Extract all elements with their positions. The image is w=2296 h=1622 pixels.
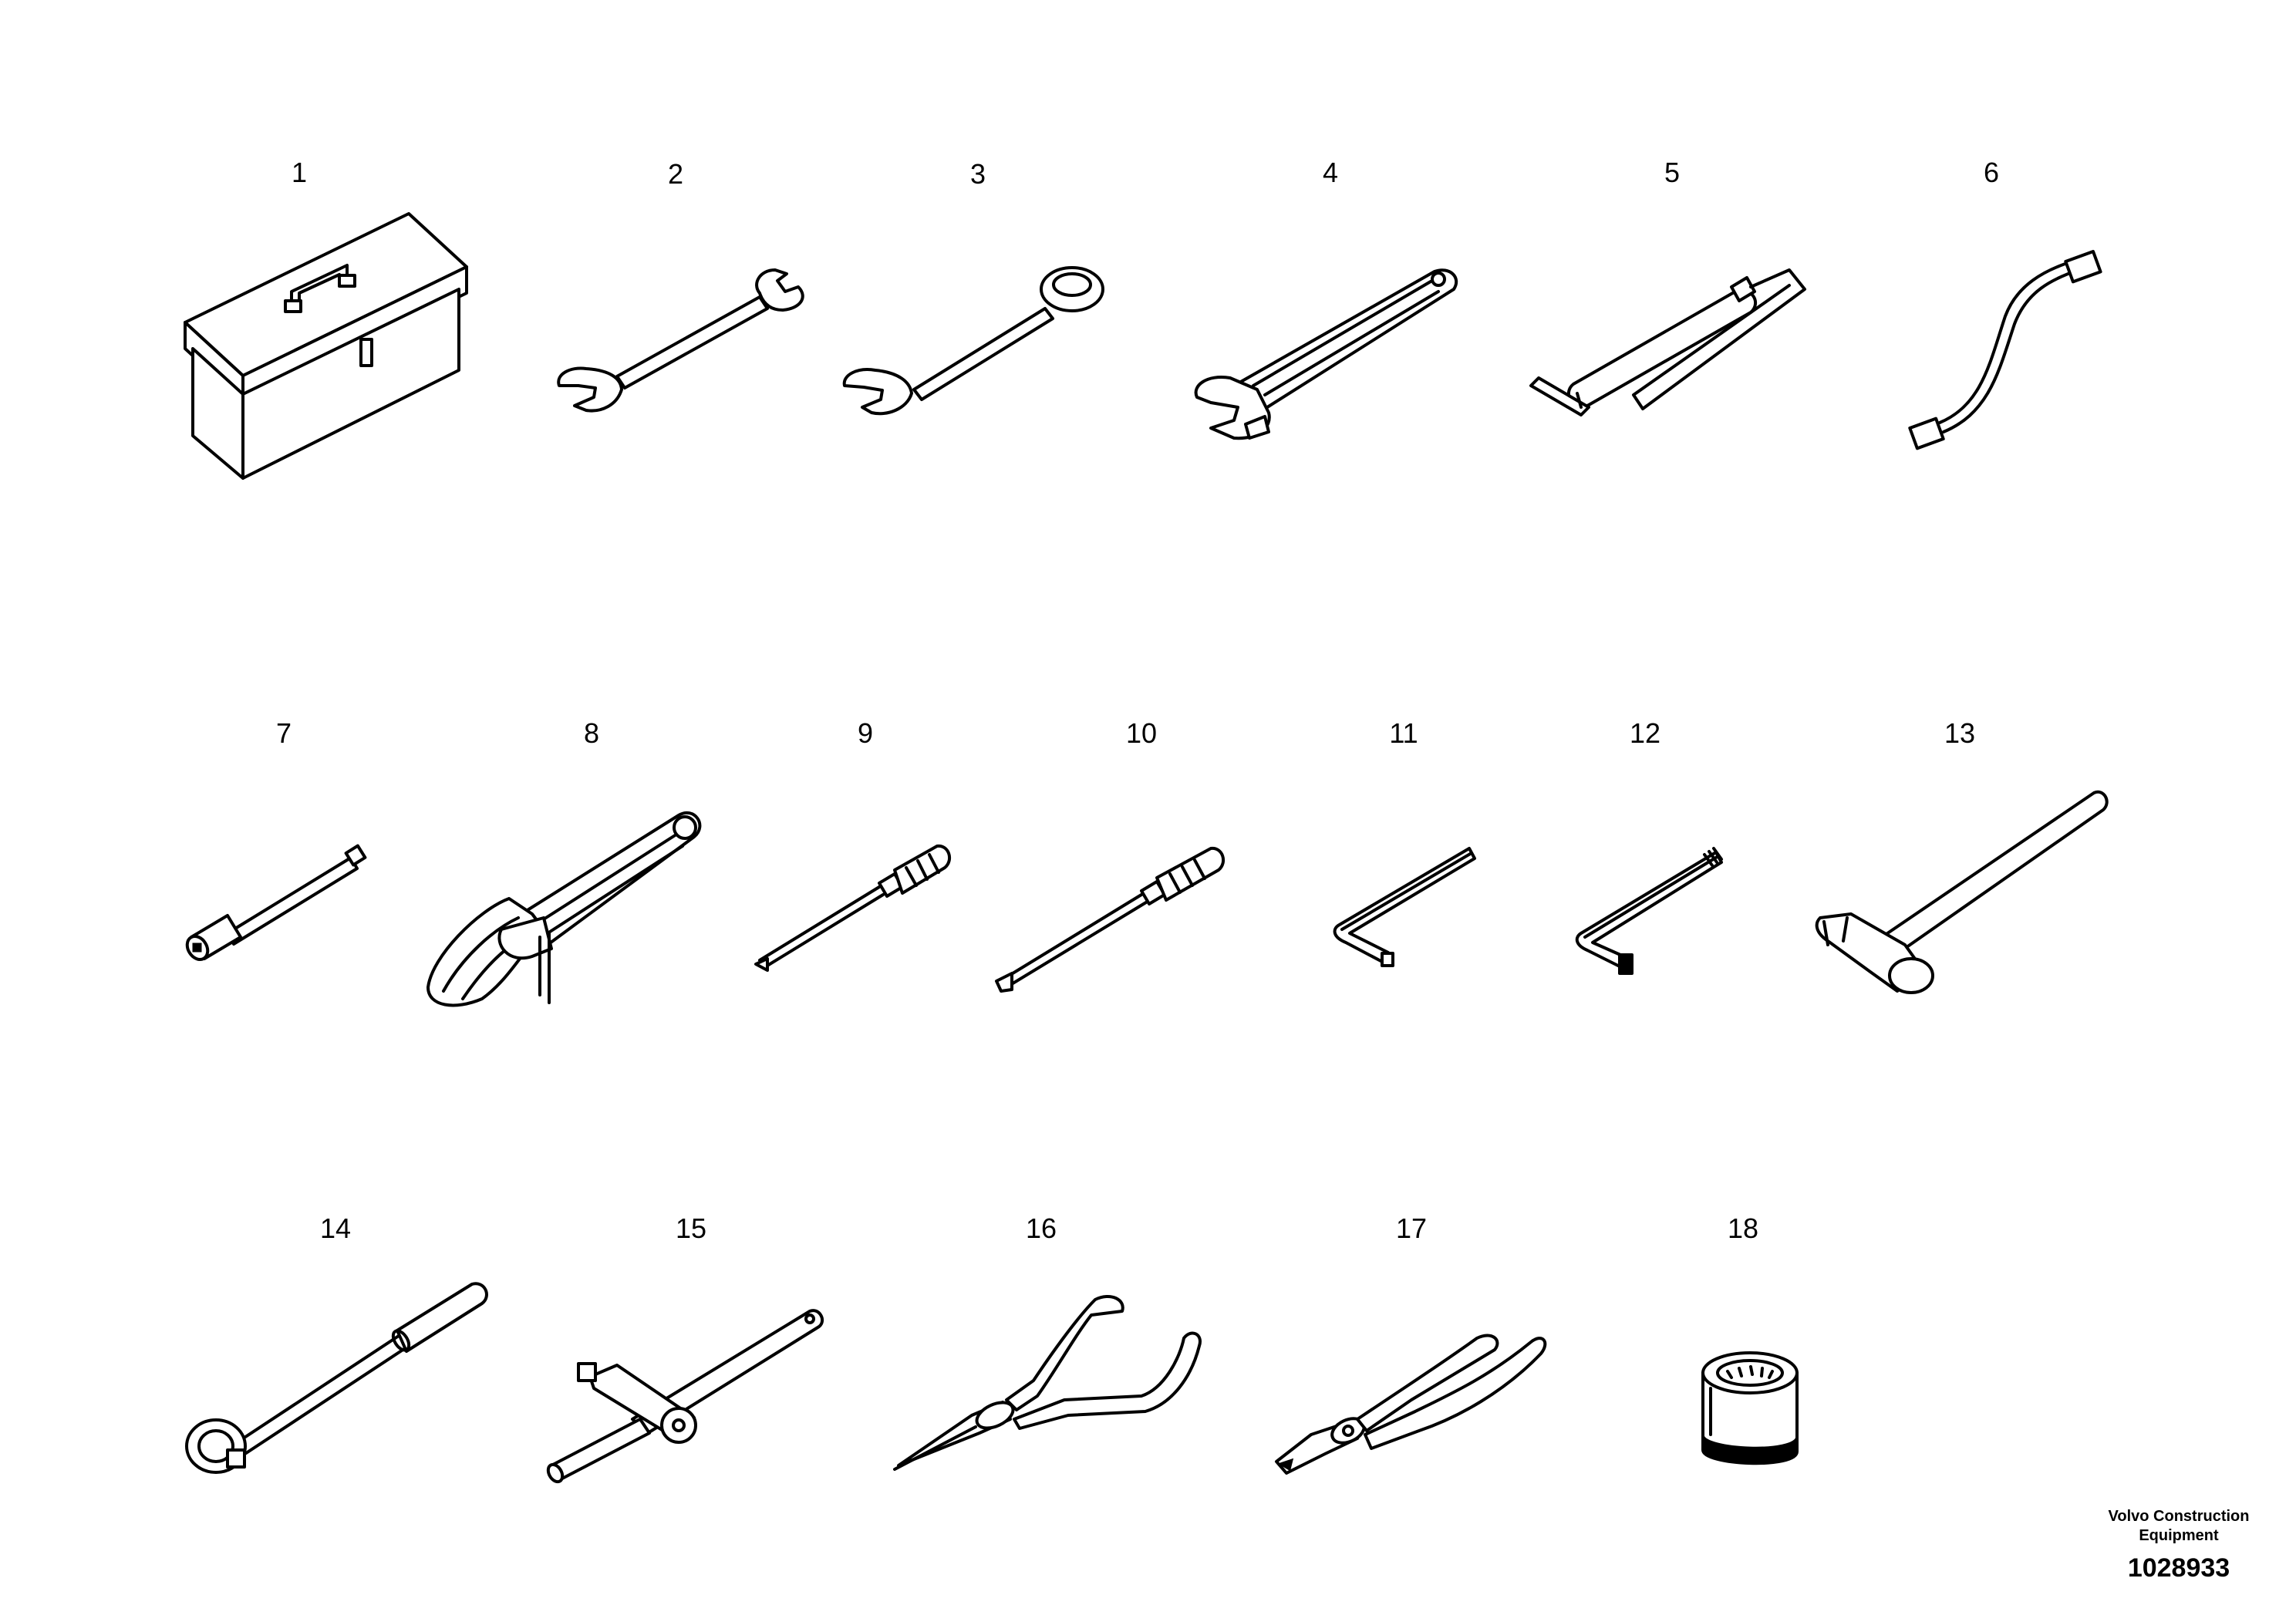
slip-joint-pliers-icon <box>1275 1334 1547 1475</box>
document-number: 1028933 <box>2127 1553 2230 1583</box>
phillips-screwdriver-icon <box>754 844 952 972</box>
hammer-icon <box>1815 790 2109 994</box>
item-number-15: 15 <box>676 1212 706 1244</box>
open-end-wrench-icon <box>557 268 804 413</box>
flat-screwdriver-icon <box>995 846 1226 993</box>
combination-wrench-icon <box>842 266 1104 416</box>
hex-key-icon <box>1333 847 1476 967</box>
item-number-5: 5 <box>1664 157 1680 188</box>
ratchet-handle-icon <box>185 1282 488 1474</box>
item-number-11: 11 <box>1389 717 1418 749</box>
item-number-10: 10 <box>1126 717 1157 749</box>
torx-key-icon <box>1575 847 1723 975</box>
grease-gun-icon <box>1529 268 1806 416</box>
item-number-1: 1 <box>292 157 307 188</box>
item-number-12: 12 <box>1630 717 1660 749</box>
needle-nose-pliers-icon <box>893 1295 1202 1471</box>
item-number-18: 18 <box>1728 1212 1758 1244</box>
filter-wrench-icon <box>426 811 702 1007</box>
item-number-17: 17 <box>1396 1212 1427 1244</box>
item-number-8: 8 <box>584 717 599 749</box>
item-number-13: 13 <box>1944 717 1975 749</box>
adjustable-wrench-icon <box>1194 268 1458 440</box>
item-number-9: 9 <box>858 717 873 749</box>
item-number-7: 7 <box>276 717 292 749</box>
item-number-14: 14 <box>320 1212 351 1244</box>
item-number-4: 4 <box>1323 157 1338 188</box>
toolbox-icon <box>184 212 468 480</box>
item-number-6: 6 <box>1984 157 1999 188</box>
extension-bar-icon <box>185 844 367 961</box>
brand-line-1: Volvo Construction <box>2108 1508 2250 1525</box>
brand-line-2: Equipment <box>2139 1527 2219 1544</box>
item-number-2: 2 <box>668 158 683 190</box>
socket-icon <box>1701 1351 1799 1465</box>
t-handle-icon <box>546 1309 824 1484</box>
brand-label: Volvo Construction Equipment <box>2067 1507 2291 1546</box>
item-number-16: 16 <box>1026 1212 1057 1244</box>
item-number-3: 3 <box>970 158 986 190</box>
curved-socket-wrench-icon <box>1908 250 2102 450</box>
